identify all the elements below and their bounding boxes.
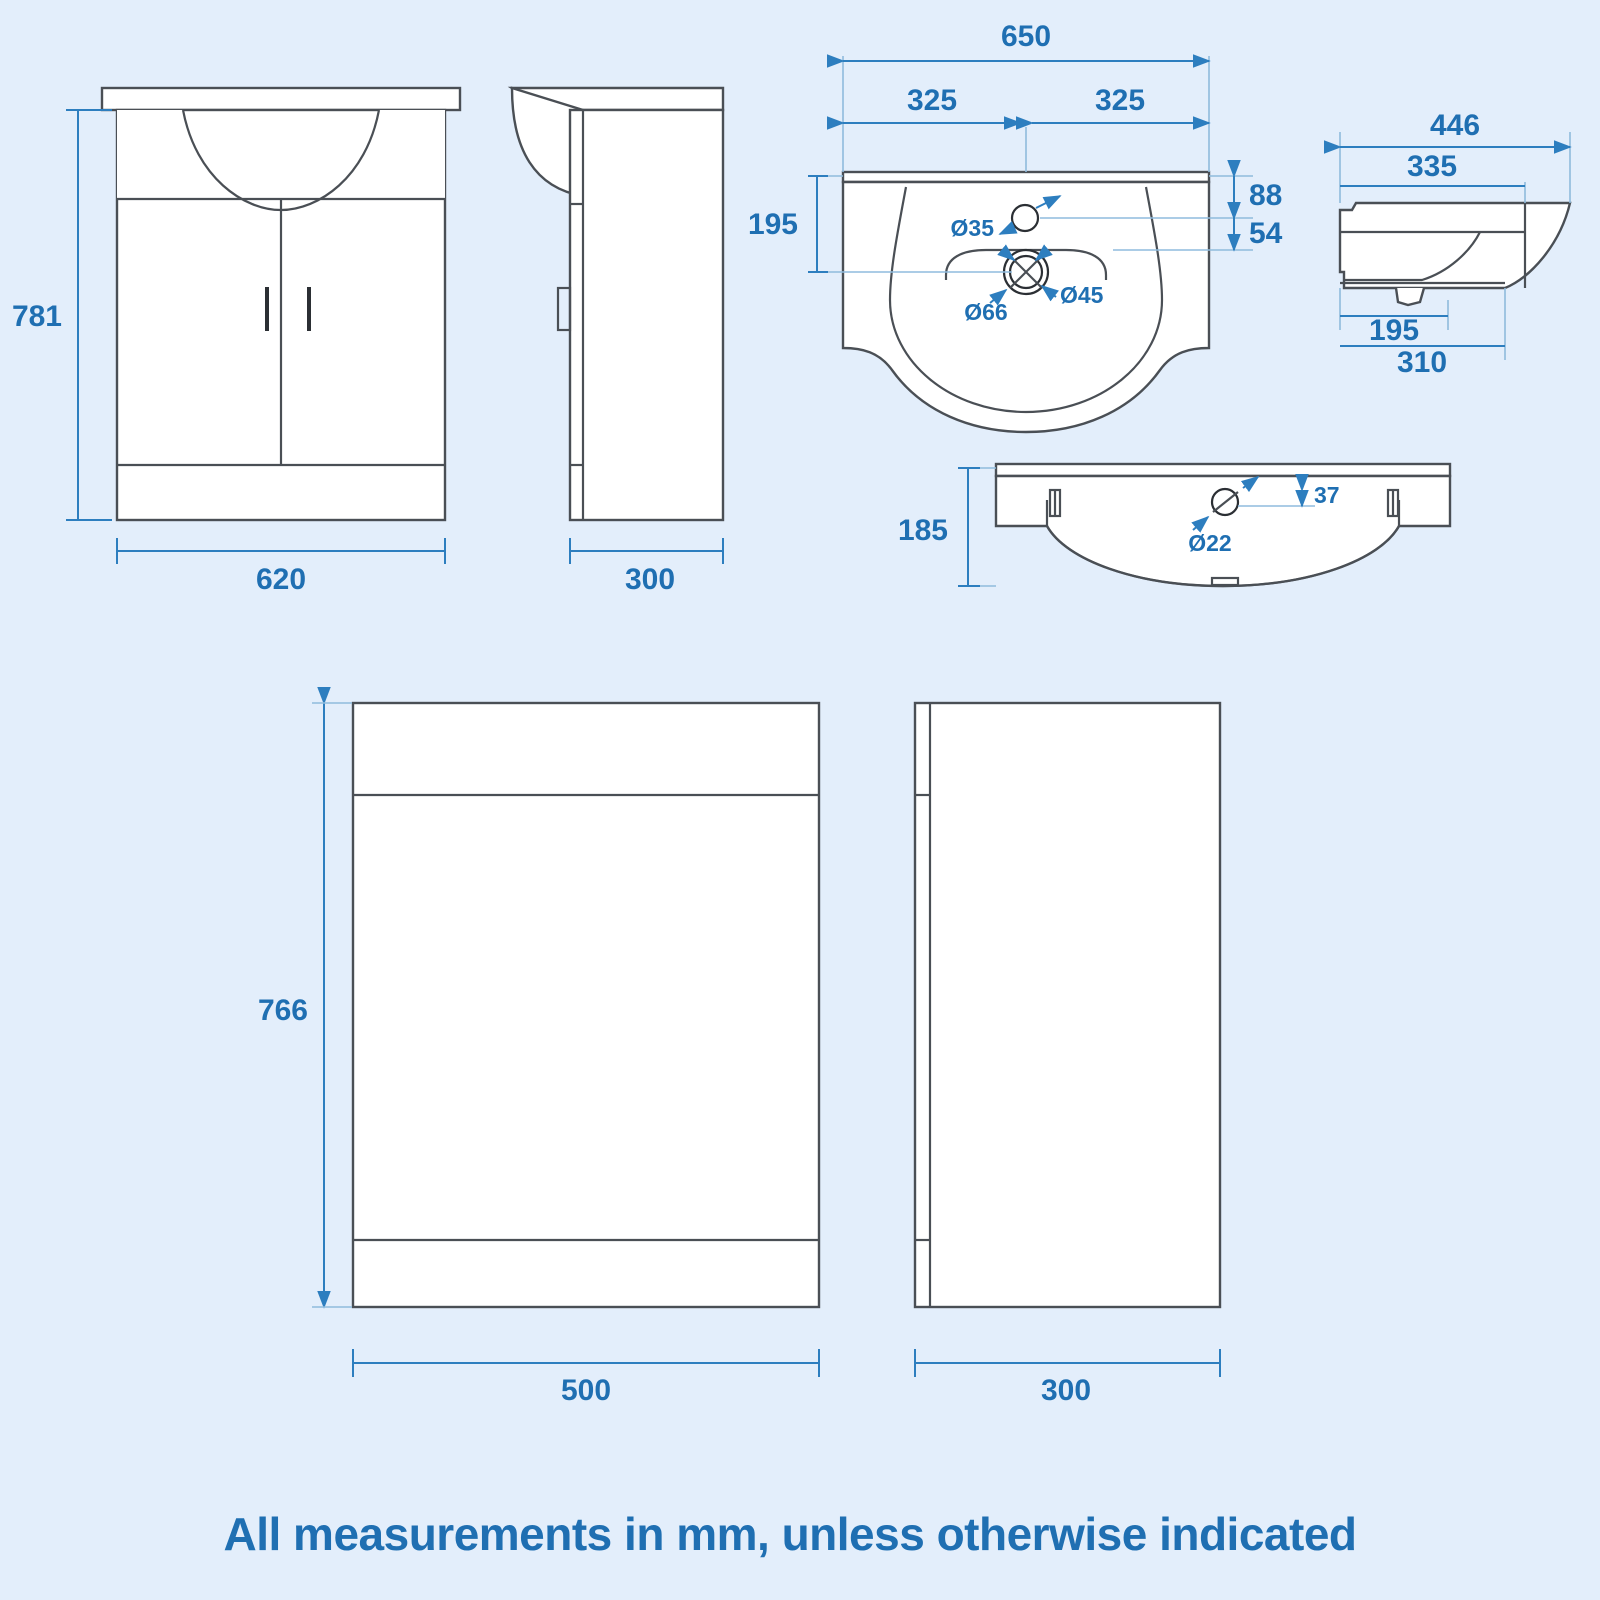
basin-back-strip (841, 170, 1211, 184)
dim-620-label: 620 (256, 563, 306, 596)
measurement-caption: All measurements in mm, unless otherwise… (223, 1508, 1356, 1560)
dim-325-right-label: 325 (1095, 84, 1145, 117)
dim-446-label: 446 (1430, 109, 1480, 142)
view-vanity-side: 300 (507, 86, 725, 596)
leader-dia35-upper (1035, 195, 1062, 210)
dim-300-vanity-label: 300 (625, 563, 675, 596)
dim-185-label: 185 (898, 514, 948, 547)
vanity-side-handle (556, 286, 572, 332)
leader-dia22-lower (1191, 515, 1210, 533)
dim-310-label: 310 (1397, 346, 1447, 379)
tap-hole (1010, 203, 1040, 233)
view-vanity-front: 781 620 (12, 86, 462, 596)
view-wc-front: 766 500 (258, 686, 821, 1407)
leader-waste-ul (997, 244, 1016, 262)
waste-crosshair-b (1009, 255, 1043, 289)
overflow-hole-slash (1212, 491, 1239, 513)
dia45-label: Ø45 (1060, 282, 1104, 308)
wc-side-carcass (913, 701, 1222, 1309)
leader-dia22-upper (1240, 475, 1260, 493)
vanity-side-carcass (568, 108, 725, 522)
view-basin-top: 650 325 325 195 88 54 Ø35 (748, 20, 1283, 434)
dim-195-profile-label: 195 (1369, 314, 1419, 347)
dia35-label: Ø35 (951, 215, 995, 241)
dim-335-label: 335 (1407, 150, 1457, 183)
dim-54-label: 54 (1249, 217, 1283, 250)
basin-front-rim (994, 462, 1452, 478)
basin-front-waste-stub (1210, 576, 1240, 587)
vanity-handle-left (265, 287, 269, 331)
view-wc-side: 300 (913, 701, 1222, 1407)
leader-dia45 (1040, 284, 1059, 302)
basin-side-waste-boss (1394, 287, 1426, 307)
basin-bowl-contour (888, 186, 1164, 414)
leader-dia66 (989, 288, 1008, 306)
dim-195-basin-label: 195 (748, 208, 798, 241)
leader-dia35-lower (998, 221, 1018, 235)
dia22-label: Ø22 (1188, 530, 1231, 556)
dim-650-label: 650 (1001, 20, 1051, 53)
wc-front-carcass (351, 701, 821, 1309)
vanity-worktop (100, 86, 462, 112)
view-basin-front: Ø22 37 185 (898, 462, 1452, 588)
vanity-handle-right (307, 287, 311, 331)
basin-body-outline (841, 180, 1211, 434)
view-basin-side: 446 335 195 310 (1323, 109, 1572, 379)
basin-side-bowl-curve (1344, 231, 1481, 282)
vanity-basin-recess-fill (117, 110, 445, 210)
dim-300-wc-label: 300 (1041, 1374, 1091, 1407)
dim-325-left-label: 325 (907, 84, 957, 117)
dim-37-label: 37 (1314, 482, 1340, 508)
dim-766-label: 766 (258, 994, 308, 1027)
dim-781-label: 781 (12, 300, 62, 333)
leader-waste-ur (1034, 244, 1053, 262)
dim-500-label: 500 (561, 1374, 611, 1407)
dia66-label: Ø66 (964, 299, 1007, 325)
dim-88-label: 88 (1249, 179, 1282, 212)
